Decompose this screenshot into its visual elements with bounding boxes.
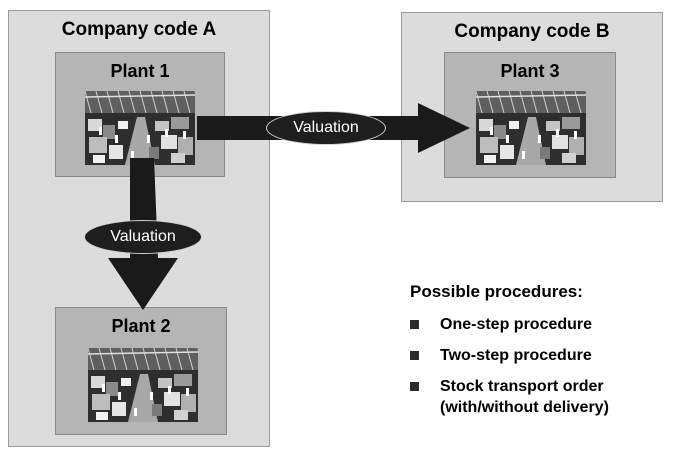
factory-photo-icon <box>476 91 586 165</box>
valuation-label-vertical: Valuation <box>84 220 202 254</box>
procedure-item: Two-step procedure <box>410 345 609 366</box>
plant-3-title: Plant 3 <box>500 61 560 81</box>
procedure-item-label: Stock transport order <box>440 378 604 395</box>
plant-2-box: Plant 2 <box>55 307 227 435</box>
factory-photo-icon <box>85 91 195 165</box>
procedure-item-label: One-step procedure <box>440 316 593 333</box>
plant-1-title: Plant 1 <box>110 61 170 81</box>
procedure-item: Stock transport order (with/without deli… <box>410 376 609 418</box>
procedure-item-label: Two-step procedure <box>440 347 592 364</box>
company-code-b-title: Company code B <box>454 21 610 42</box>
procedure-item: One-step procedure <box>410 314 609 335</box>
square-bullet-icon <box>410 351 419 360</box>
procedures-title: Possible procedures: <box>410 282 583 301</box>
plant-3-box: Plant 3 <box>444 52 616 178</box>
plant-2-title: Plant 2 <box>111 316 171 336</box>
square-bullet-icon <box>410 320 419 329</box>
valuation-label-horizontal: Valuation <box>266 111 386 145</box>
procedures-list: Possible procedures: One-step procedure … <box>410 282 609 428</box>
square-bullet-icon <box>410 382 419 391</box>
company-code-a-title: Company code A <box>61 19 217 40</box>
factory-photo-icon <box>88 348 198 422</box>
plant-1-box: Plant 1 <box>55 52 225 177</box>
procedure-item-sublabel: (with/without delivery) <box>440 399 609 416</box>
